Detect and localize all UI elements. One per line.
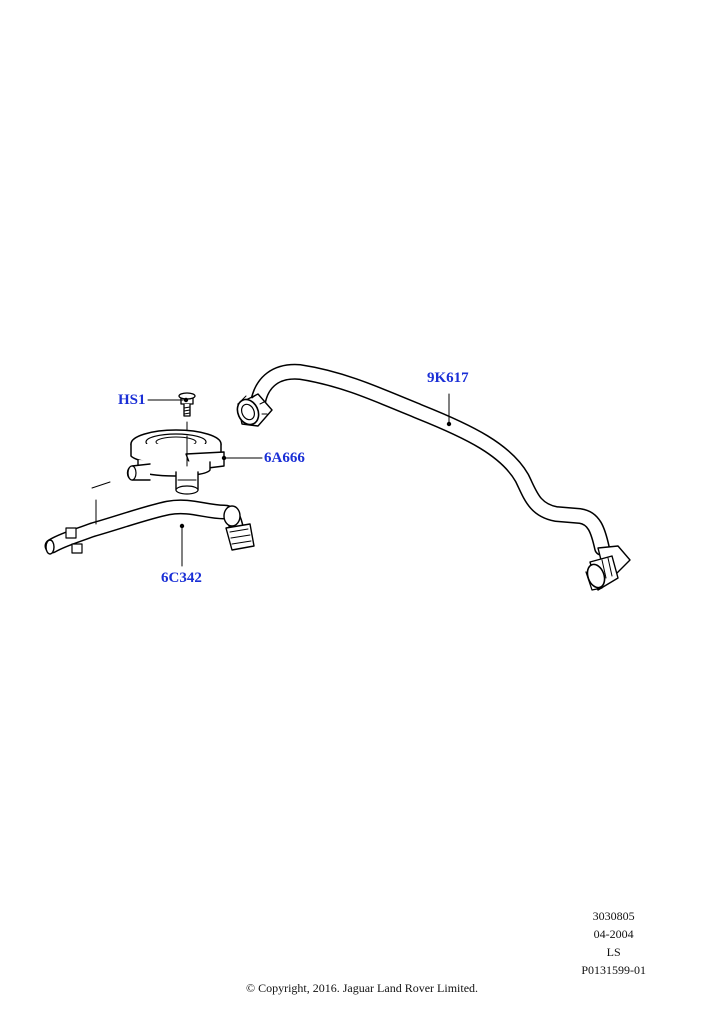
hose-6c342 bbox=[44, 499, 255, 555]
illustration-id: P0131599-01 bbox=[581, 963, 646, 977]
callout-hs1[interactable]: HS1 bbox=[118, 392, 146, 408]
reference-model: LS bbox=[606, 945, 621, 959]
reference-block: 3030805 04-2004 LS P0131599-01 bbox=[581, 907, 646, 979]
leader-dots bbox=[179, 397, 452, 529]
hose-9k617 bbox=[236, 363, 631, 591]
callout-6c342[interactable]: 6C342 bbox=[161, 570, 202, 586]
hose-9k617-left-connector bbox=[236, 393, 273, 427]
bolt-hs1 bbox=[178, 392, 196, 467]
copyright-notice: © Copyright, 2016. Jaguar Land Rover Lim… bbox=[245, 981, 479, 995]
leader-lines bbox=[91, 393, 450, 567]
callout-6a666[interactable]: 6A666 bbox=[264, 450, 305, 466]
hose-9k617-right-connector bbox=[585, 545, 631, 591]
reference-date: 04-2004 bbox=[593, 927, 634, 941]
reference-number: 3030805 bbox=[592, 909, 635, 923]
hose-6c342-connector bbox=[223, 505, 255, 551]
pcv-valve-6a666 bbox=[126, 429, 225, 495]
hose-6c342-clip bbox=[65, 527, 83, 554]
callout-9k617[interactable]: 9K617 bbox=[427, 370, 469, 386]
